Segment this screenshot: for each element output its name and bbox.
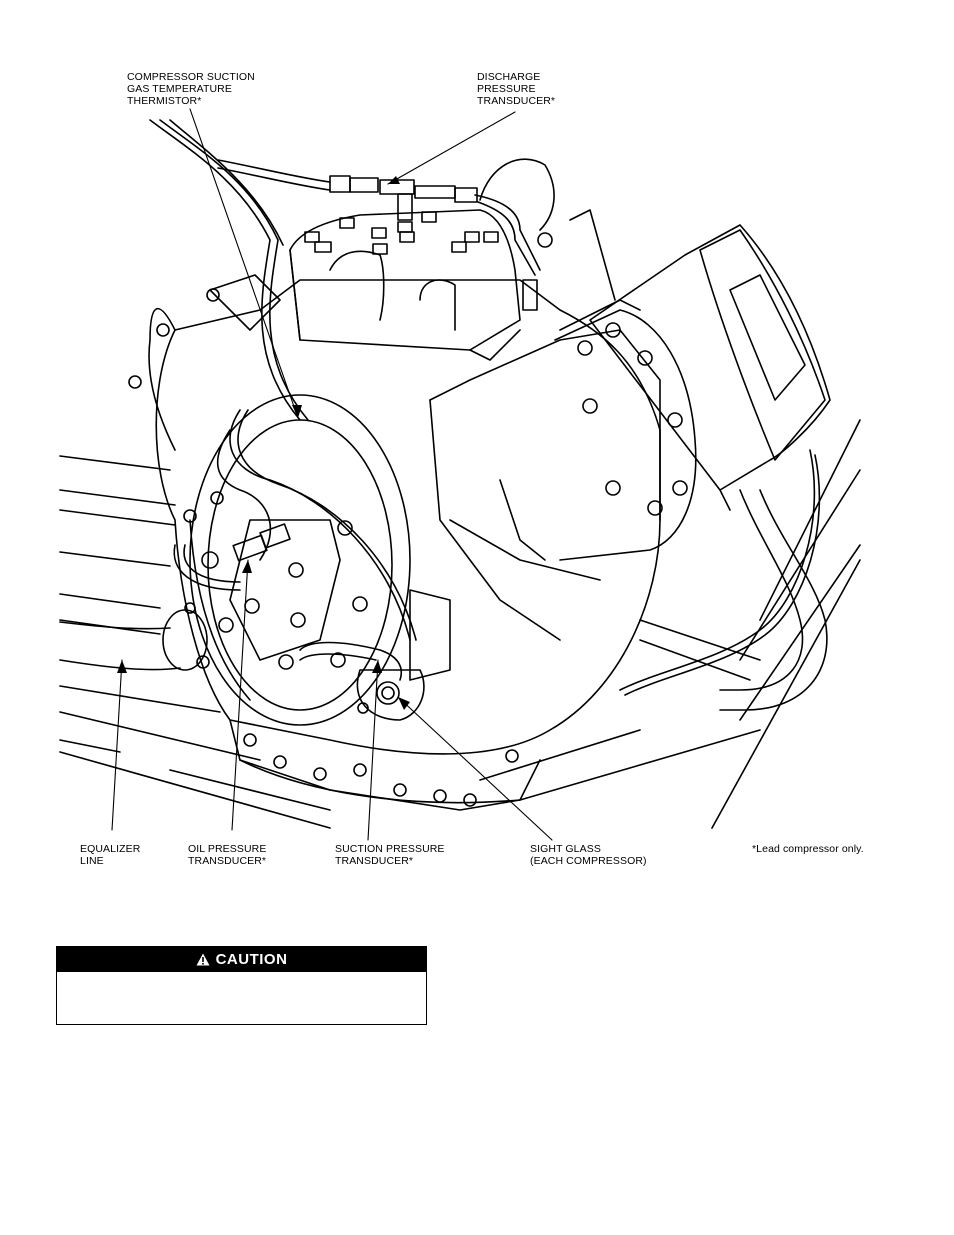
warning-triangle-icon bbox=[196, 953, 210, 966]
label-thermistor: COMPRESSOR SUCTION GAS TEMPERATURE THERM… bbox=[127, 71, 255, 107]
caution-header: CAUTION bbox=[57, 947, 426, 972]
label-sight-glass: SIGHT GLASS (EACH COMPRESSOR) bbox=[530, 843, 647, 867]
leader-lines bbox=[111, 108, 553, 841]
label-discharge-transducer: DISCHARGE PRESSURE TRANSDUCER* bbox=[477, 71, 556, 107]
label-suction-transducer: SUCTION PRESSURE TRANSDUCER* bbox=[335, 843, 445, 867]
head-bolts bbox=[304, 211, 538, 311]
conduit bbox=[149, 119, 828, 711]
caution-body bbox=[57, 972, 426, 984]
terminal-box bbox=[589, 224, 831, 511]
discharge-fitting bbox=[217, 159, 541, 276]
label-oil-transducer: OIL PRESSURE TRANSDUCER* bbox=[188, 843, 267, 867]
equalizer-pipe bbox=[59, 602, 210, 671]
oil-transducer bbox=[201, 523, 291, 569]
end-cover-plate bbox=[499, 209, 697, 561]
base-rails bbox=[59, 419, 861, 829]
caution-box: CAUTION bbox=[56, 946, 427, 1025]
caution-title: CAUTION bbox=[215, 951, 288, 968]
label-equalizer-line: EQUALIZER LINE bbox=[80, 843, 141, 867]
footnote: *Lead compressor only. bbox=[752, 843, 864, 855]
leader-arrowheads bbox=[117, 176, 410, 710]
sight-glass bbox=[356, 669, 425, 721]
